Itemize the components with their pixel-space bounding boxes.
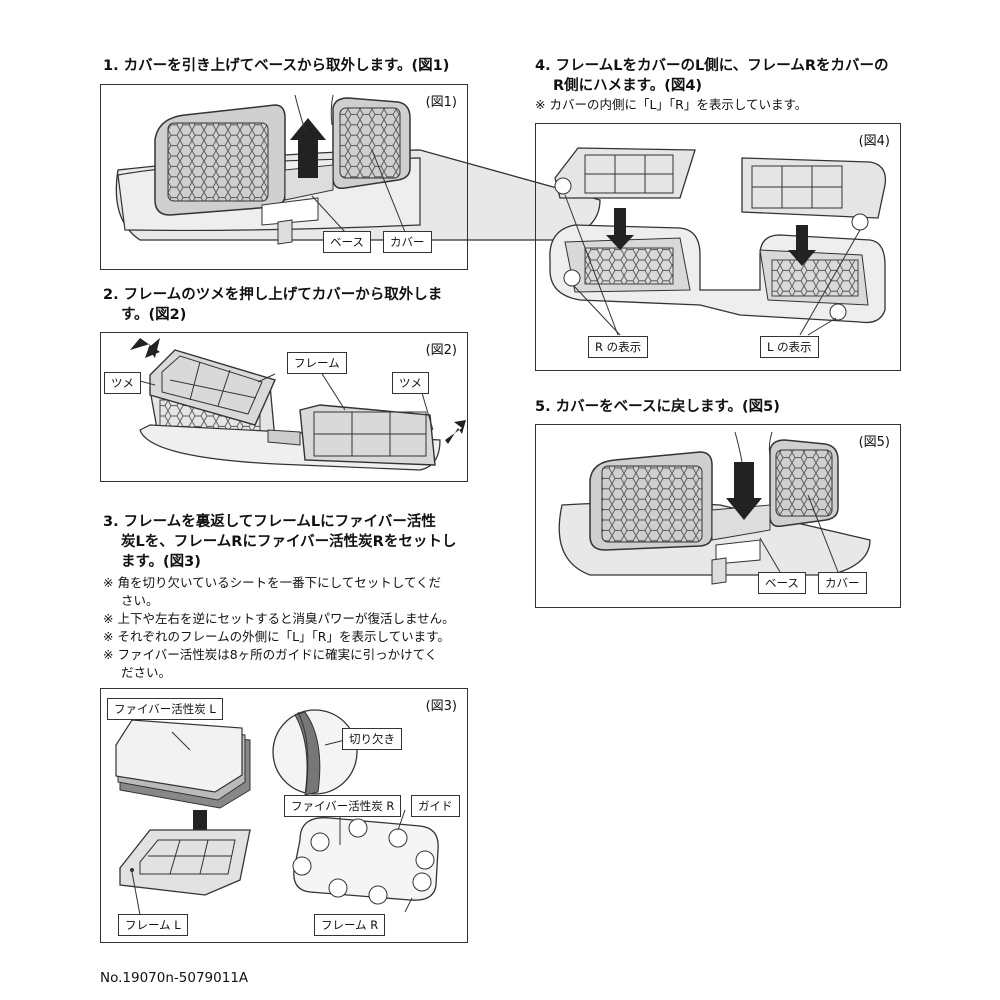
fig4-illustration (549, 147, 887, 336)
step-1-number: 1. (103, 58, 119, 74)
fig2-tab-left-callout: ツメ (104, 372, 141, 394)
step-4-number: 4. (535, 58, 551, 74)
fig1-base-callout: ベース (323, 231, 371, 253)
figure-1-label: (図1) (425, 95, 457, 110)
step-1: 1. カバーを引き上げてベースから取外します。(図1) (103, 56, 449, 76)
figure-2: (図2) (100, 332, 468, 482)
document-number: No.19070n-5079011A (100, 970, 249, 986)
fig3-illustration (115, 709, 439, 916)
step-2-number: 2. (103, 287, 119, 303)
step-4: 4. フレームLをカバーのL側に、フレームRをカバーの R側にハメます。(図4) (535, 56, 915, 96)
note-4-line1: ※ ファイバー活性炭は8ヶ所のガイドに確実に引っかけてく (103, 647, 438, 662)
step-2-text-line2: す。(図2) (121, 307, 187, 323)
figure-5-label: (図5) (858, 435, 890, 450)
fig1-illustration (115, 94, 601, 245)
figure-4-label: (図4) (858, 134, 890, 149)
step-3-text-line1: フレームを裏返してフレームLにファイバー活性 (123, 514, 436, 530)
step-3-notes: ※ 角を切り欠いているシートを一番下にしてセットしてくだ さい。 ※ 上下や左右… (103, 574, 483, 682)
step-5-number: 5. (535, 399, 551, 415)
step-5: 5. カバーをベースに戻します。(図5) (535, 397, 780, 417)
fig5-cover-callout: カバー (818, 572, 867, 594)
fig3-carbon-l-callout: ファイバー活性炭 L (107, 698, 223, 720)
fig2-frame-callout: フレーム (287, 352, 347, 374)
step-1-text: カバーを引き上げてベースから取外します。(図1) (123, 58, 450, 74)
note-1-line2: さい。 (121, 593, 159, 608)
fig3-notch-callout: 切り欠き (342, 728, 402, 750)
fig3-frame-l-callout: フレーム L (118, 914, 188, 936)
fig2-illustration (130, 338, 466, 471)
figure-2-label: (図2) (425, 343, 457, 358)
step-5-text: カバーをベースに戻します。(図5) (555, 399, 780, 415)
step-4-text-line2: R側にハメます。(図4) (553, 78, 703, 94)
step-4-note: ※ カバーの内側に「L」「R」を表示しています。 (535, 97, 808, 112)
note-1-line1: ※ 角を切り欠いているシートを一番下にしてセットしてくだ (103, 575, 441, 590)
note-3-line1: ※ それぞれのフレームの外側に「L」「R」を表示しています。 (103, 629, 450, 644)
fig5-base-callout: ベース (758, 572, 806, 594)
figure-5: (図5) (535, 424, 901, 608)
note-4-line2: ださい。 (121, 665, 172, 680)
figure-3-label: (図3) (425, 699, 457, 714)
fig3-carbon-r-callout: ファイバー活性炭 R (284, 795, 402, 817)
fig3-frame-r-callout: フレーム R (314, 914, 386, 936)
step-3-text-line3: ます。(図3) (121, 554, 201, 570)
step-2-text-line1: フレームのツメを押し上げてカバーから取外しま (123, 287, 443, 303)
step-3-number: 3. (103, 514, 119, 530)
figure-4: (図4) (535, 123, 901, 371)
step-3: 3. フレームを裏返してフレームLにファイバー活性 炭Lを、フレームRにファイバ… (103, 512, 478, 572)
fig5-illustration (558, 431, 871, 585)
note-2-line1: ※ 上下や左右を逆にセットすると消臭パワーが復活しません。 (103, 611, 455, 626)
step-3-text-line2: 炭Lを、フレームRにファイバー活性炭Rをセットし (121, 534, 457, 550)
step-2: 2. フレームのツメを押し上げてカバーから取外しま す。(図2) (103, 285, 473, 325)
figure-3: (図3) (100, 688, 468, 943)
fig4-l-mark-callout: L の表示 (760, 336, 819, 358)
fig1-cover-callout: カバー (383, 231, 432, 253)
fig2-tab-right-callout: ツメ (392, 372, 429, 394)
fig4-r-mark-callout: R の表示 (588, 336, 649, 358)
step-4-text-line1: フレームLをカバーのL側に、フレームRをカバーの (555, 58, 889, 74)
figure-1: (図1) (100, 84, 468, 270)
fig3-guide-callout: ガイド (411, 795, 460, 817)
